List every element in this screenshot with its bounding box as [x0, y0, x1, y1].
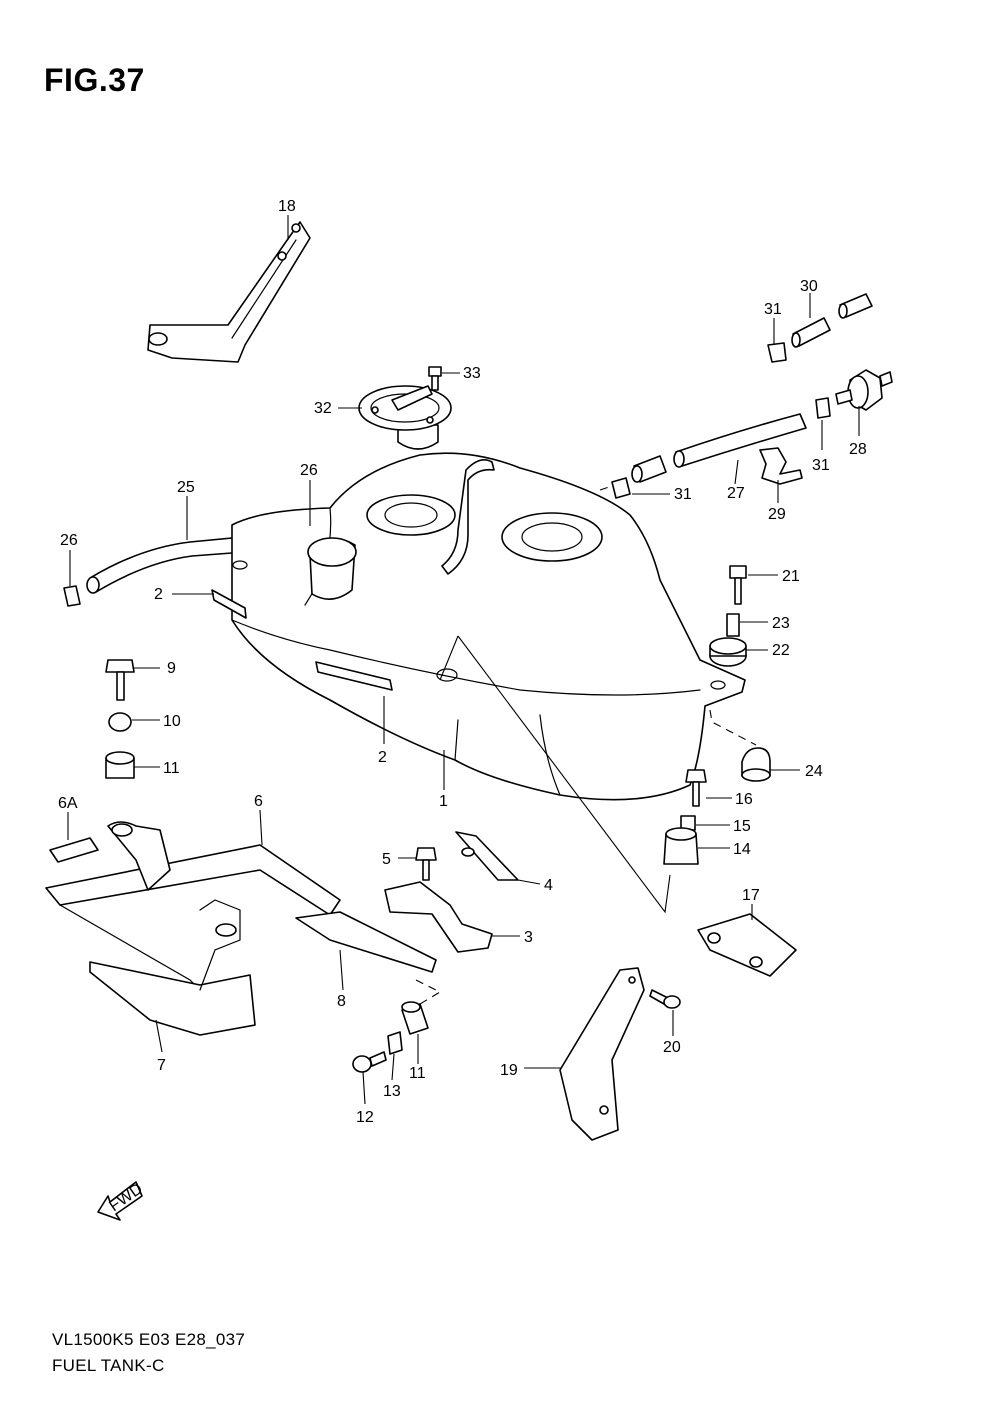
part-33-bolt: [428, 366, 442, 391]
callout-25: 25: [177, 479, 195, 496]
part-17-plate: [697, 913, 797, 977]
callout-29: 29: [768, 506, 786, 523]
part-31-clamp-center: [611, 477, 631, 499]
fwd-arrow-icon: FWD: [97, 1180, 146, 1221]
part-11-cushion-upper: [105, 751, 135, 779]
part-2-pad-left: [211, 589, 247, 619]
callout-30: 30: [800, 278, 818, 295]
part-22-cushion: [709, 637, 747, 667]
part-20-bolt: [649, 989, 681, 1009]
part-19-bracket: [559, 967, 645, 1141]
callout-11-upper: 11: [163, 760, 180, 777]
part-24-cushion: [741, 747, 771, 782]
section-name: FUEL TANK-C: [52, 1356, 165, 1375]
callout-14: 14: [733, 841, 751, 858]
model-code: VL1500K5 E03 E28_037: [52, 1330, 246, 1349]
callout-13: 13: [383, 1083, 401, 1100]
callout-7: 7: [157, 1057, 166, 1074]
callout-4: 4: [544, 877, 553, 894]
callout-11-lower: 11: [409, 1065, 426, 1082]
figure-title: FIG.37: [44, 62, 145, 98]
callout-24: 24: [805, 763, 823, 780]
part-13-collar: [387, 1031, 403, 1055]
part-30-hose: [791, 293, 873, 348]
callout-33: 33: [463, 365, 481, 382]
part-32-fuel-pump-cap: [358, 385, 452, 450]
callout-31-center: 31: [674, 486, 692, 503]
callout-27: 27: [727, 485, 745, 502]
part-7-heat-shield: [89, 899, 256, 1036]
fwd-label: FWD: [106, 1180, 146, 1215]
part-21-bolt: [729, 565, 747, 605]
callout-6a: 6A: [58, 795, 78, 812]
guide-line-29: [599, 485, 613, 491]
guide-line-tank: [457, 635, 671, 914]
part-18-bracket: [147, 221, 311, 363]
callout-18: 18: [278, 198, 296, 215]
callout-8: 8: [337, 993, 346, 1010]
part-11-cushion-lower: [401, 1001, 429, 1035]
callout-23: 23: [772, 615, 790, 632]
part-2-pad-lower: [315, 661, 393, 691]
callout-2-left: 2: [154, 586, 163, 603]
callout-1: 1: [439, 793, 448, 810]
part-16-bolt: [685, 769, 707, 807]
part-31-clamp-top: [767, 342, 787, 363]
guide-line-tank-2: [439, 635, 459, 681]
callout-19: 19: [500, 1062, 518, 1079]
callout-26-center: 26: [300, 462, 318, 479]
part-26-clamp-left: [63, 585, 81, 607]
leader-lines: [67, 215, 860, 1105]
callout-16: 16: [735, 791, 753, 808]
part-23-collar: [726, 613, 740, 637]
callout-12: 12: [356, 1109, 374, 1126]
callout-26-left: 26: [60, 532, 78, 549]
part-3-bracket: [384, 881, 493, 953]
part-6a-label: [49, 837, 99, 863]
callout-32: 32: [314, 400, 332, 417]
guide-line-24: [709, 709, 757, 746]
callout-10: 10: [163, 713, 181, 730]
part-29-holder: [759, 447, 803, 485]
guide-line-8: [415, 979, 442, 1005]
callout-20: 20: [663, 1039, 681, 1056]
callout-labels: 18 33 32 30 31 28 31 27 29 31 25 26 26 2…: [58, 198, 867, 1126]
part-27-hose: [631, 413, 807, 483]
callout-31-top: 31: [764, 301, 782, 318]
callout-31-right: 31: [812, 457, 830, 474]
part-8-plate: [295, 911, 437, 973]
callout-3: 3: [524, 929, 533, 946]
part-1-fuel-tank: [231, 452, 746, 801]
part-10-collar: [108, 712, 132, 732]
callout-28: 28: [849, 441, 867, 458]
callout-6: 6: [254, 793, 263, 810]
callout-9: 9: [167, 660, 176, 677]
callout-5: 5: [382, 851, 391, 868]
part-28-fuel-filter: [835, 369, 893, 411]
callout-17: 17: [742, 887, 760, 904]
part-9-bolt: [105, 659, 135, 701]
callout-2-lower: 2: [378, 749, 387, 766]
part-12-bolt: [352, 1051, 387, 1073]
callout-21: 21: [782, 568, 800, 585]
part-5-bolt: [415, 847, 437, 881]
part-14-cushion: [663, 827, 699, 865]
callout-22: 22: [772, 642, 790, 659]
callout-15: 15: [733, 818, 751, 835]
part-4-plate: [455, 831, 519, 881]
part-31-clamp-right: [815, 397, 831, 419]
